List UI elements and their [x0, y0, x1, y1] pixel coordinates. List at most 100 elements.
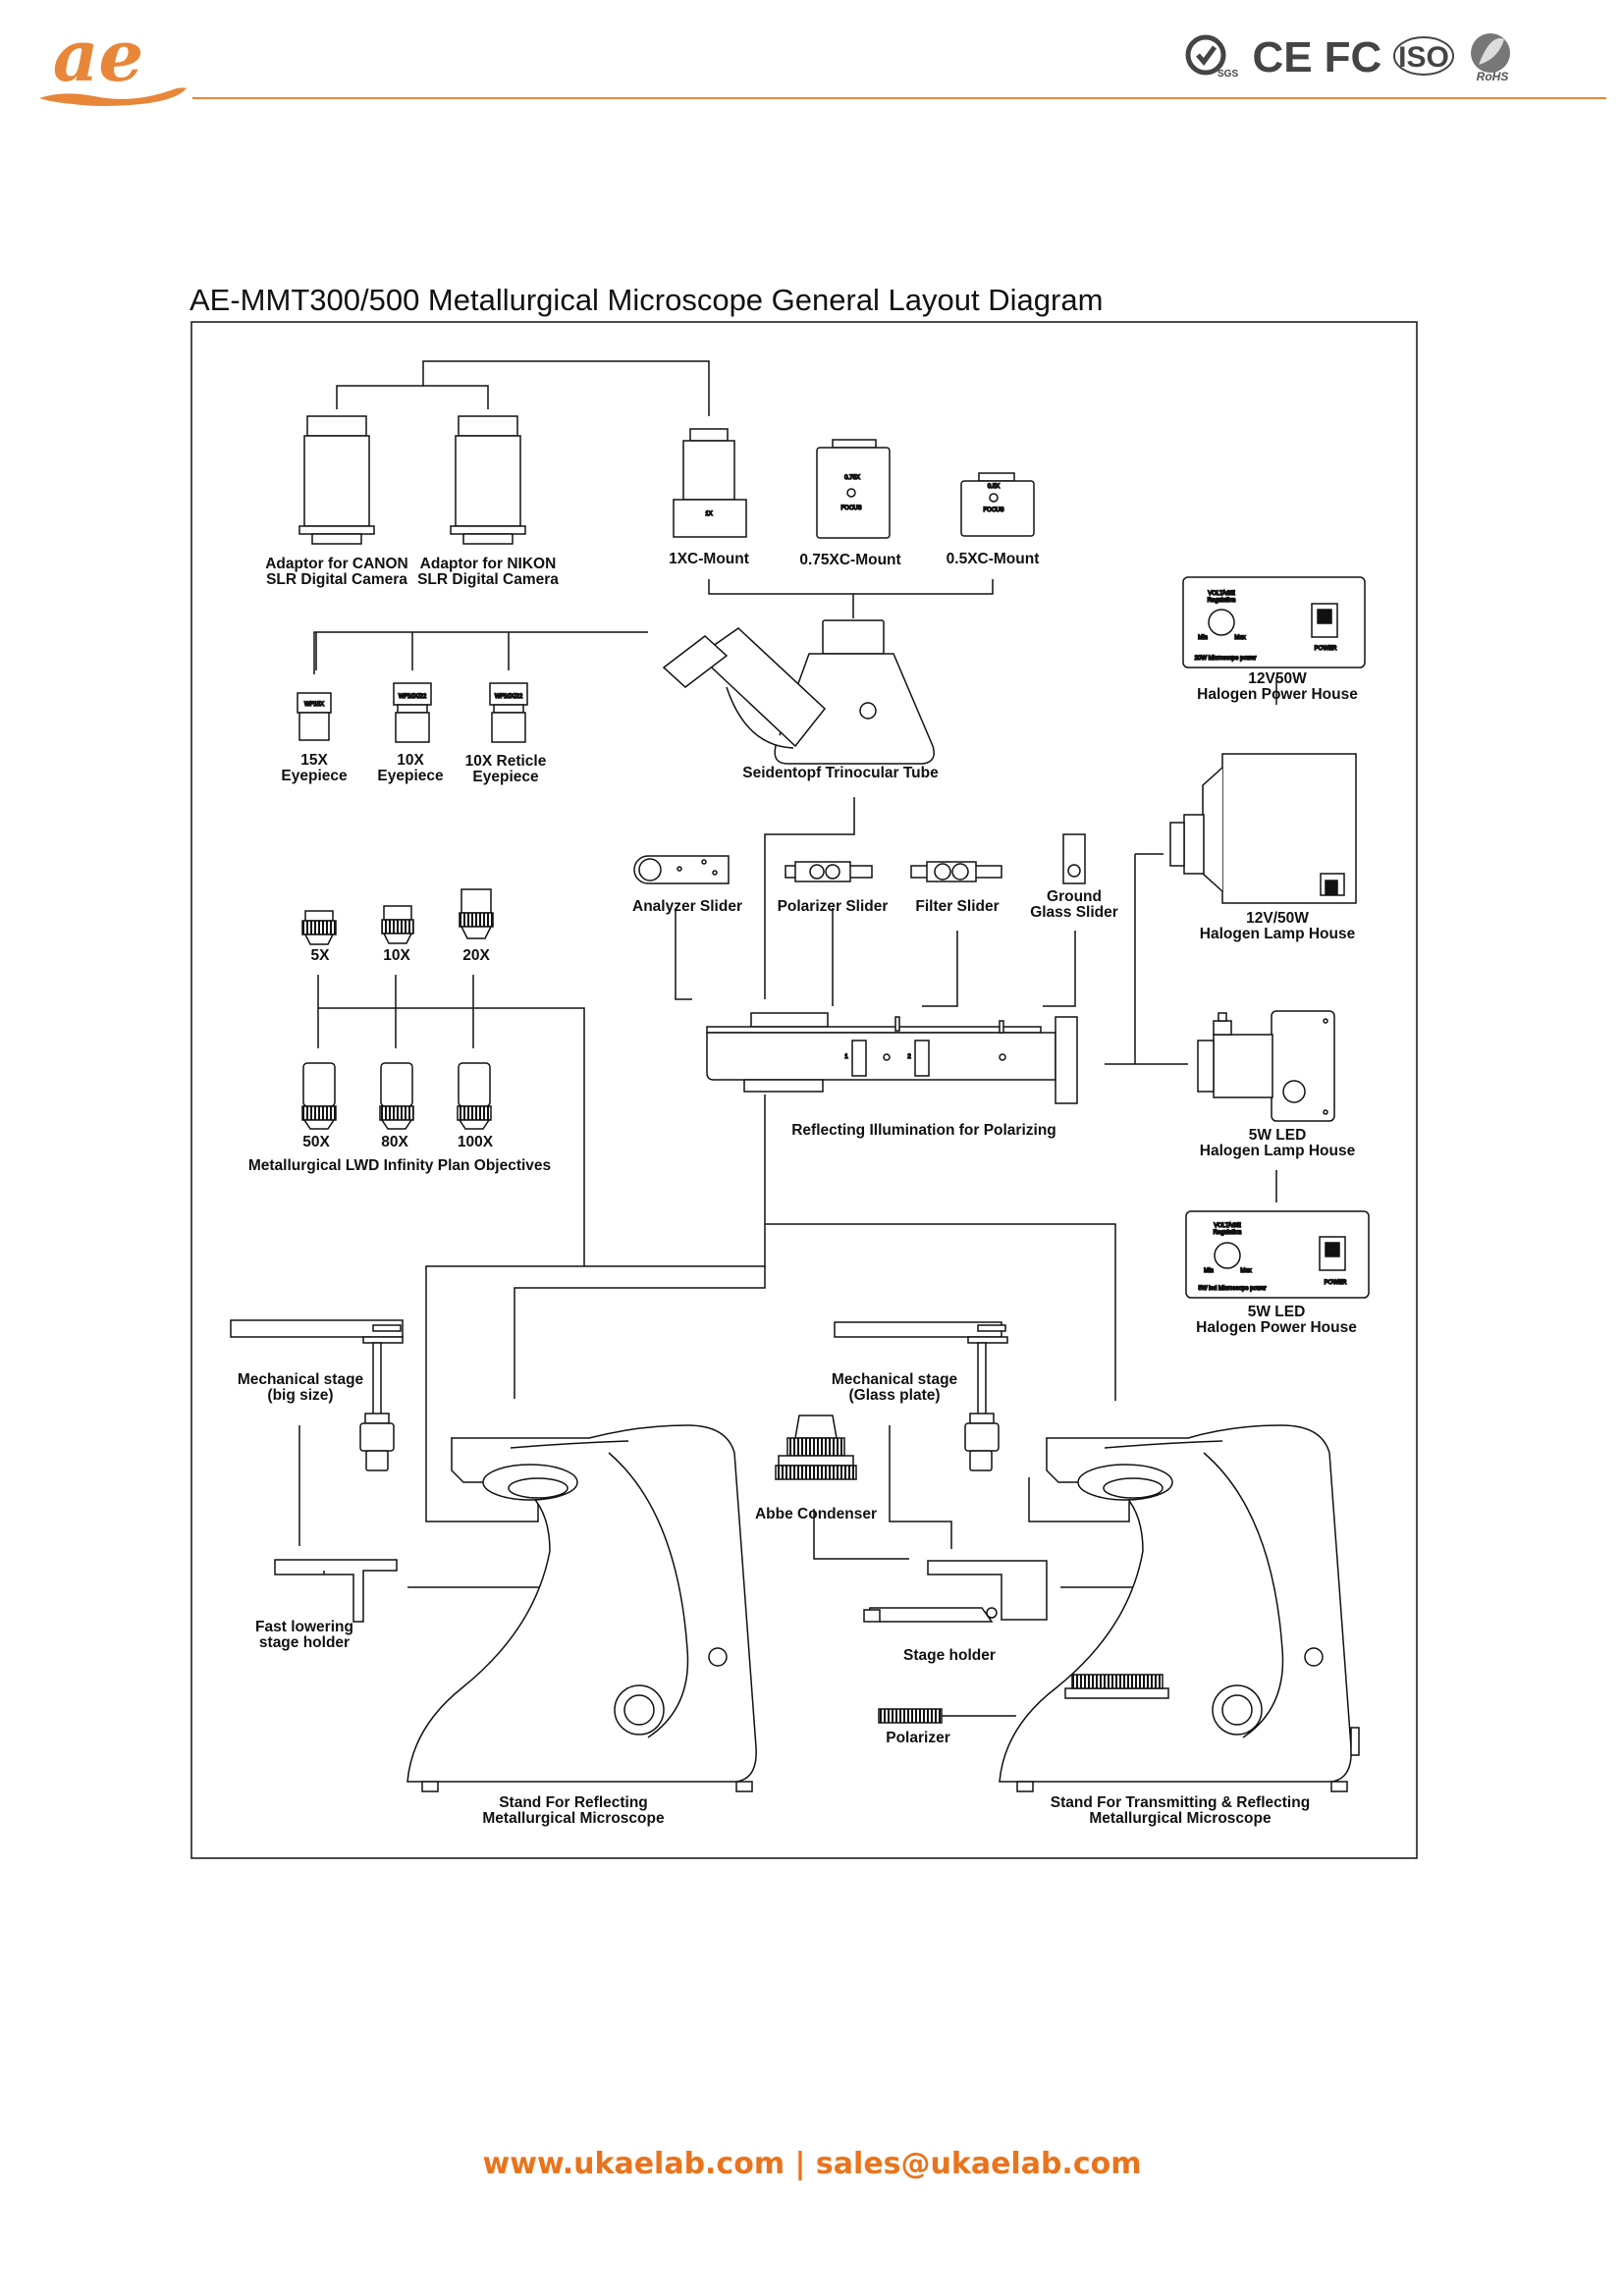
psuled-max: Max [1240, 1268, 1251, 1274]
label-stage-glass-2: (Glass plate) [848, 1387, 940, 1404]
psuled-min: Min [1204, 1268, 1214, 1274]
psuled-power: POWER [1325, 1280, 1347, 1286]
eyepiece-10x-mark: WF10X/22 [399, 694, 427, 700]
label-eyepiece-reticle-1: 10X Reticle [465, 753, 547, 770]
label-stage-big-1: Mechanical stage [238, 1371, 364, 1388]
eyepiece-15x: WF15X [297, 692, 332, 741]
psu12-min: Min [1198, 635, 1208, 641]
eyepiece-10x-reticle: WF10X/22 [489, 682, 528, 743]
label-led-power-2: Halogen Power House [1196, 1319, 1357, 1336]
polarizer-part [878, 1708, 943, 1724]
sgs-text: SGS [1218, 69, 1238, 80]
c-mount-05x: 0.5X FOCUS [960, 472, 1035, 537]
psuled-regulation: Regulation [1214, 1230, 1242, 1236]
sgs-mark: SGS [1185, 34, 1238, 80]
objective-10x [381, 905, 414, 944]
label-stage-holder: Stage holder [903, 1647, 996, 1664]
label-canon-adaptor-1: Adaptor for CANON [265, 556, 408, 572]
label-led-power-1: 5W LED [1248, 1304, 1306, 1320]
psu12-regulation: Regulation [1208, 598, 1236, 604]
label-abbe-condenser: Abbe Condenser [755, 1506, 877, 1522]
label-led-lamp-1: 5W LED [1249, 1127, 1307, 1144]
psuled-voltage: VOLTAGE [1214, 1223, 1240, 1229]
halogen-lamp-house-12v [1169, 753, 1357, 904]
label-led-lamp-2: Halogen Lamp House [1200, 1143, 1356, 1159]
label-nikon-adaptor-1: Adaptor for NIKON [420, 556, 557, 572]
label-eyepiece-reticle-2: Eyepiece [472, 769, 539, 785]
objective-20x [459, 888, 494, 939]
analyzer-slider [633, 855, 730, 884]
label-power-12v-2: Halogen Power House [1197, 686, 1358, 703]
illuminator-mark-2: 2 [907, 1054, 911, 1060]
company-logo: ae [39, 26, 187, 106]
objective-50x [301, 1062, 337, 1130]
eyepiece-15x-mark: WF15X [304, 702, 324, 708]
psu12-max: Max [1234, 635, 1245, 641]
label-ground-glass-1: Ground [1047, 888, 1102, 905]
c-mount-075x-focus: FOCUS [841, 506, 862, 511]
mechanical-stage-big [230, 1319, 404, 1471]
label-lamp-12v-1: 12V/50W [1246, 910, 1309, 927]
label-stand-reflecting-2: Metallurgical Microscope [482, 1810, 665, 1827]
label-power-12v-1: 12V50W [1248, 670, 1307, 687]
label-05xc-mount: 0.5XC-Mount [947, 551, 1040, 567]
label-1xc-mount: 1XC-Mount [669, 551, 749, 567]
filter-slider [910, 861, 1002, 882]
polarizer-slider [785, 861, 873, 882]
label-eyepiece-10x-1: 10X [397, 752, 424, 769]
illuminator-mark-1: 1 [844, 1054, 848, 1060]
label-eyepiece-10x-2: Eyepiece [377, 768, 444, 784]
canon-adaptor [298, 415, 375, 545]
label-lamp-12v-2: Halogen Lamp House [1200, 926, 1356, 942]
label-stand-transmitting-2: Metallurgical Microscope [1089, 1810, 1272, 1827]
rohs-mark: RoHS [1471, 33, 1510, 83]
label-eyepiece-15x-2: Eyepiece [281, 768, 348, 784]
iso-text: ISO [1398, 41, 1449, 74]
psuled-note: 5W led Microscope power [1198, 1286, 1266, 1292]
label-objective-5x: 5X [311, 947, 331, 964]
rohs-text: RoHS [1477, 70, 1509, 83]
label-objectives-caption: Metallurgical LWD Infinity Plan Objectiv… [248, 1157, 551, 1174]
trinocular-head [662, 619, 935, 765]
reflecting-illuminator: 1 2 [706, 1012, 1078, 1104]
mechanical-stage-glass [834, 1321, 1008, 1471]
label-objective-10x: 10X [383, 947, 410, 964]
led-power-supply: VOLTAGE Regulation Min Max POWER 5W led … [1185, 1210, 1370, 1299]
led-lamp-house [1197, 1010, 1335, 1122]
label-nikon-adaptor-2: SLR Digital Camera [417, 571, 559, 588]
nikon-adaptor [450, 415, 526, 545]
abbe-condenser [775, 1415, 857, 1480]
c-mount-1x-mark: 1X [705, 511, 712, 517]
label-stage-glass-1: Mechanical stage [832, 1371, 958, 1388]
label-ground-glass-2: Glass Slider [1030, 904, 1118, 921]
label-filter-slider: Filter Slider [915, 898, 999, 915]
logo-text: ae [53, 26, 143, 97]
objective-80x [379, 1062, 414, 1130]
c-mount-1x: 1X [673, 428, 747, 538]
stand-transmitting-reflecting [999, 1424, 1360, 1792]
label-reflecting-illumination: Reflecting Illumination for Polarizing [791, 1122, 1056, 1139]
header-divider [192, 97, 1606, 99]
label-stand-reflecting-1: Stand For Reflecting [499, 1794, 648, 1811]
label-objective-100x: 100X [458, 1134, 494, 1150]
label-objective-80x: 80X [381, 1134, 408, 1150]
objective-100x [457, 1062, 492, 1130]
psu12-voltage: VOLTAGE [1208, 591, 1234, 597]
label-objective-20x: 20X [462, 947, 490, 964]
connector-lines [298, 360, 1277, 1717]
diagram-frame [190, 321, 1418, 1859]
c-mount-075x-mark: 0.75X [844, 475, 860, 481]
label-075xc-mount: 0.75XC-Mount [799, 552, 900, 568]
iso-mark: ISO [1393, 36, 1454, 76]
c-mount-075x: 0.75X FOCUS [816, 439, 891, 539]
label-trinocular-tube: Seidentopf Trinocular Tube [742, 765, 939, 781]
label-analyzer-slider: Analyzer Slider [632, 898, 742, 915]
label-fast-lowering-1: Fast lowering [255, 1619, 353, 1635]
label-polarizer: Polarizer [886, 1730, 949, 1746]
ce-mark: CE [1252, 33, 1312, 81]
objective-5x [301, 910, 337, 945]
label-stand-transmitting-1: Stand For Transmitting & Reflecting [1051, 1794, 1310, 1811]
footer-contact[interactable]: www.ukaelab.com | sales@ukaelab.com [482, 2147, 1142, 2181]
c-mount-05x-mark: 0.5X [988, 484, 1000, 490]
